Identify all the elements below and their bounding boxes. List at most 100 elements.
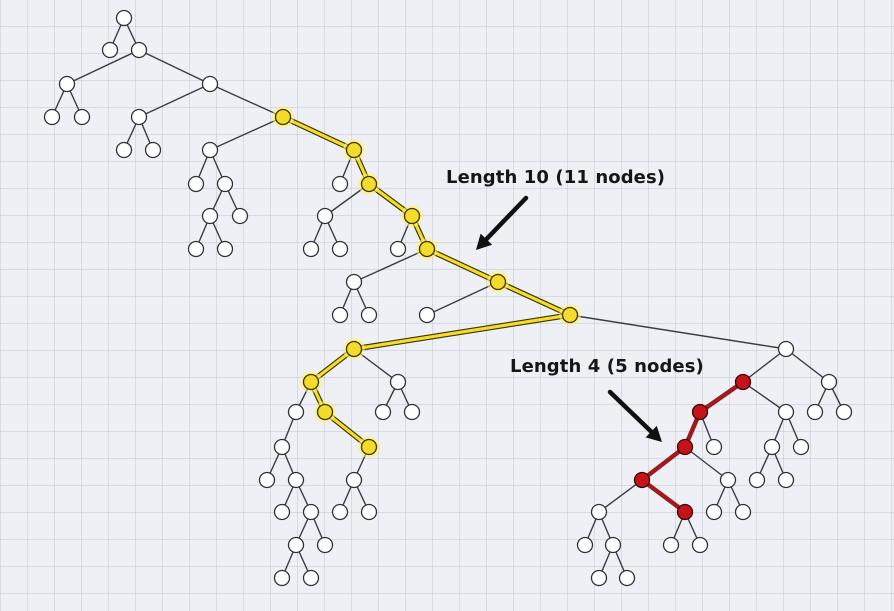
tree-node bbox=[691, 536, 709, 554]
tree-node bbox=[258, 471, 276, 489]
tree-node bbox=[316, 207, 334, 225]
tree-node bbox=[43, 108, 61, 126]
longest-path-node bbox=[403, 207, 421, 225]
longest-path-edge bbox=[351, 312, 573, 352]
tree-node bbox=[835, 403, 853, 421]
longest-path-node bbox=[561, 306, 579, 324]
tree-node bbox=[201, 207, 219, 225]
tree-node bbox=[273, 503, 291, 521]
tree-edge bbox=[209, 83, 284, 118]
tree-node bbox=[705, 438, 723, 456]
longest-path-node bbox=[345, 141, 363, 159]
tree-node bbox=[719, 471, 737, 489]
tree-node bbox=[115, 141, 133, 159]
tree-node bbox=[130, 41, 148, 59]
tree-node bbox=[216, 175, 234, 193]
tree-node bbox=[345, 273, 363, 291]
short-path-edge bbox=[697, 379, 746, 415]
tree-node bbox=[115, 9, 133, 27]
tree-node bbox=[418, 306, 436, 324]
tree-node bbox=[576, 536, 594, 554]
tree-node bbox=[331, 306, 349, 324]
tree-node bbox=[590, 503, 608, 521]
tree-edge bbox=[209, 116, 284, 151]
short-path-node bbox=[691, 403, 709, 421]
tree-node bbox=[187, 175, 205, 193]
tree-node bbox=[662, 536, 680, 554]
tree-node bbox=[287, 471, 305, 489]
longest-path-edge bbox=[495, 279, 573, 318]
longest-path-node bbox=[316, 403, 334, 421]
annotation-arrows bbox=[476, 195, 662, 442]
short-path-edge bbox=[639, 444, 688, 483]
tree-node bbox=[73, 108, 91, 126]
tree-node bbox=[231, 207, 249, 225]
tree-node bbox=[345, 471, 363, 489]
tree-node bbox=[763, 438, 781, 456]
tree-node bbox=[58, 75, 76, 93]
tree-node bbox=[374, 403, 392, 421]
tree-node bbox=[792, 438, 810, 456]
tree-edge bbox=[66, 49, 140, 85]
tree-node bbox=[403, 403, 421, 421]
tree-edge bbox=[742, 381, 787, 413]
longest-path-node bbox=[302, 373, 320, 391]
longest-path-arrow bbox=[476, 195, 529, 250]
tree-node bbox=[389, 373, 407, 391]
short-path-label: Length 4 (5 nodes) bbox=[510, 356, 704, 377]
short-path-node bbox=[633, 471, 651, 489]
tree-node bbox=[777, 471, 795, 489]
tree-node bbox=[130, 108, 148, 126]
short-path-edge bbox=[639, 477, 688, 515]
longest-path-label: Length 10 (11 nodes) bbox=[446, 167, 666, 188]
tree-edge bbox=[138, 83, 211, 118]
tree-node bbox=[618, 569, 636, 587]
longest-path-node bbox=[360, 175, 378, 193]
tree-edge bbox=[684, 446, 729, 481]
tree-edges bbox=[51, 17, 845, 579]
tree-edge bbox=[353, 248, 428, 283]
tree-node bbox=[389, 240, 407, 258]
tree-edge bbox=[426, 281, 499, 316]
short-path-arrow bbox=[607, 389, 662, 442]
tree-edge bbox=[138, 49, 211, 85]
longest-path-node bbox=[360, 438, 378, 456]
longest-path-edge bbox=[280, 114, 357, 153]
tree-node bbox=[302, 569, 320, 587]
short-path-node bbox=[676, 503, 694, 521]
tree-node bbox=[331, 175, 349, 193]
tree-node bbox=[360, 306, 378, 324]
longest-path-node bbox=[418, 240, 436, 258]
tree-node bbox=[201, 141, 219, 159]
tree-node bbox=[101, 41, 119, 59]
tree-node bbox=[806, 403, 824, 421]
tree-node bbox=[820, 373, 838, 391]
tree-node bbox=[604, 536, 622, 554]
tree-node bbox=[590, 569, 608, 587]
short-path-node bbox=[734, 373, 752, 391]
longest-path-node bbox=[345, 340, 363, 358]
short-path-node bbox=[676, 438, 694, 456]
tree-node bbox=[287, 403, 305, 421]
tree-node bbox=[273, 569, 291, 587]
tree-node bbox=[705, 503, 723, 521]
tree-node bbox=[734, 503, 752, 521]
tree-node bbox=[777, 340, 795, 358]
tree-node bbox=[302, 503, 320, 521]
tree-nodes bbox=[43, 9, 853, 587]
tree-node bbox=[187, 240, 205, 258]
tree-node bbox=[273, 438, 291, 456]
longest-path-node bbox=[489, 273, 507, 291]
tree-node bbox=[144, 141, 162, 159]
tree-node bbox=[777, 403, 795, 421]
tree-node bbox=[216, 240, 234, 258]
tree-edge bbox=[569, 314, 787, 350]
tree-node bbox=[360, 503, 378, 521]
tree-node bbox=[287, 536, 305, 554]
tree-edge bbox=[598, 479, 643, 513]
tree-node bbox=[331, 240, 349, 258]
tree-node bbox=[331, 503, 349, 521]
tree-node bbox=[302, 240, 320, 258]
